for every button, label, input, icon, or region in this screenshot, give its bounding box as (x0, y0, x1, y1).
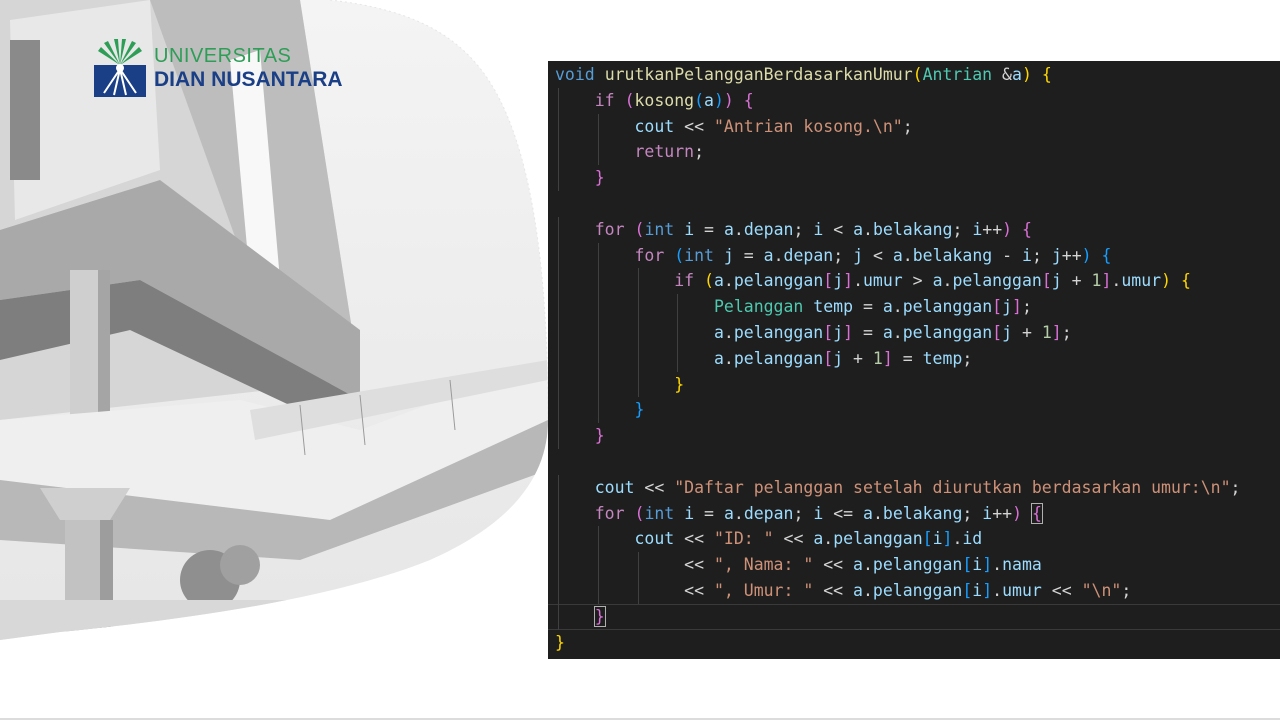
logo-text-name: DIAN NUSANTARA (154, 68, 343, 91)
code-line[interactable]: for (int i = a.depan; i <= a.belakang; i… (548, 500, 1280, 527)
logo-text-universitas: UNIVERSITAS (154, 45, 292, 67)
code-line[interactable]: cout << "Antrian kosong.\n"; (548, 113, 1280, 140)
indent-guide (558, 345, 559, 372)
code-line[interactable]: for (int i = a.depan; i < a.belakang; i+… (548, 216, 1280, 243)
indent-guide (597, 371, 599, 398)
indent-guide (637, 345, 639, 372)
code-line[interactable]: } (548, 603, 1280, 630)
code-line[interactable] (548, 449, 1280, 475)
code-line[interactable]: void urutkanPelangganBerdasarkanUmur(Ant… (555, 65, 1052, 84)
indent-guide (558, 216, 559, 243)
indent-guide (558, 139, 559, 166)
code-line[interactable]: a.pelanggan[j] = a.pelanggan[j + 1]; (548, 319, 1280, 346)
code-line[interactable]: if (kosong(a)) { (548, 87, 1280, 114)
code-line[interactable]: cout << "Daftar pelanggan setelah diurut… (548, 474, 1280, 501)
code-line[interactable]: } (548, 423, 1280, 449)
indent-guide (597, 526, 599, 553)
code-line[interactable]: } (548, 165, 1280, 191)
code-line[interactable]: a.pelanggan[j + 1] = temp; (548, 345, 1280, 372)
code-line[interactable]: for (int j = a.depan; j < a.belakang - i… (548, 242, 1280, 269)
indent-guide (558, 500, 559, 527)
indent-guide (558, 294, 559, 320)
building-photo (0, 0, 549, 640)
indent-guide (558, 113, 559, 140)
indent-guide (637, 319, 639, 346)
indent-guide (558, 371, 559, 398)
indent-guide (558, 87, 559, 114)
code-line[interactable]: } (548, 371, 1280, 398)
code-line[interactable] (548, 191, 1280, 217)
code-line[interactable]: if (a.pelanggan[j].umur > a.pelanggan[j … (548, 268, 1280, 295)
code-line[interactable]: } (555, 632, 565, 652)
indent-guide (637, 268, 639, 295)
bottom-divider (0, 718, 1280, 720)
code-line[interactable]: Pelanggan temp = a.pelanggan[j]; (548, 294, 1280, 320)
indent-guide (597, 268, 599, 295)
indent-guide (558, 552, 559, 578)
indent-guide (677, 294, 679, 320)
indent-guide (637, 577, 639, 604)
indent-guide (597, 319, 599, 346)
indent-guide (558, 242, 559, 269)
indent-guide (558, 423, 559, 449)
code-editor[interactable]: void urutkanPelangganBerdasarkanUmur(Ant… (548, 61, 1280, 659)
indent-guide (558, 268, 559, 295)
indent-guide (677, 319, 679, 346)
indent-guide (597, 397, 599, 424)
code-line[interactable]: << ", Nama: " << a.pelanggan[i].nama (548, 552, 1280, 578)
indent-guide (558, 474, 559, 501)
indent-guide (558, 577, 559, 604)
indent-guide (597, 345, 599, 372)
indent-guide (677, 345, 679, 372)
logo-mark-icon (94, 39, 146, 97)
indent-guide (558, 397, 559, 424)
indent-guide (597, 552, 599, 578)
indent-guide (558, 319, 559, 346)
indent-guide (597, 139, 599, 166)
code-content[interactable]: void urutkanPelangganBerdasarkanUmur(Ant… (548, 61, 1280, 655)
indent-guide (597, 577, 599, 604)
indent-guide (637, 371, 639, 398)
indent-guide (637, 294, 639, 320)
university-logo: UNIVERSITAS DIAN NUSANTARA (94, 38, 343, 98)
code-line[interactable]: cout << "ID: " << a.pelanggan[i].id (548, 526, 1280, 553)
code-line[interactable]: } (548, 397, 1280, 424)
code-line[interactable]: return; (548, 139, 1280, 166)
indent-guide (558, 165, 559, 191)
indent-guide (637, 552, 639, 578)
code-line[interactable]: << ", Umur: " << a.pelanggan[i].umur << … (548, 577, 1280, 604)
indent-guide (597, 113, 599, 140)
indent-guide (558, 526, 559, 553)
indent-guide (597, 294, 599, 320)
indent-guide (597, 242, 599, 269)
indent-guide (558, 603, 559, 630)
